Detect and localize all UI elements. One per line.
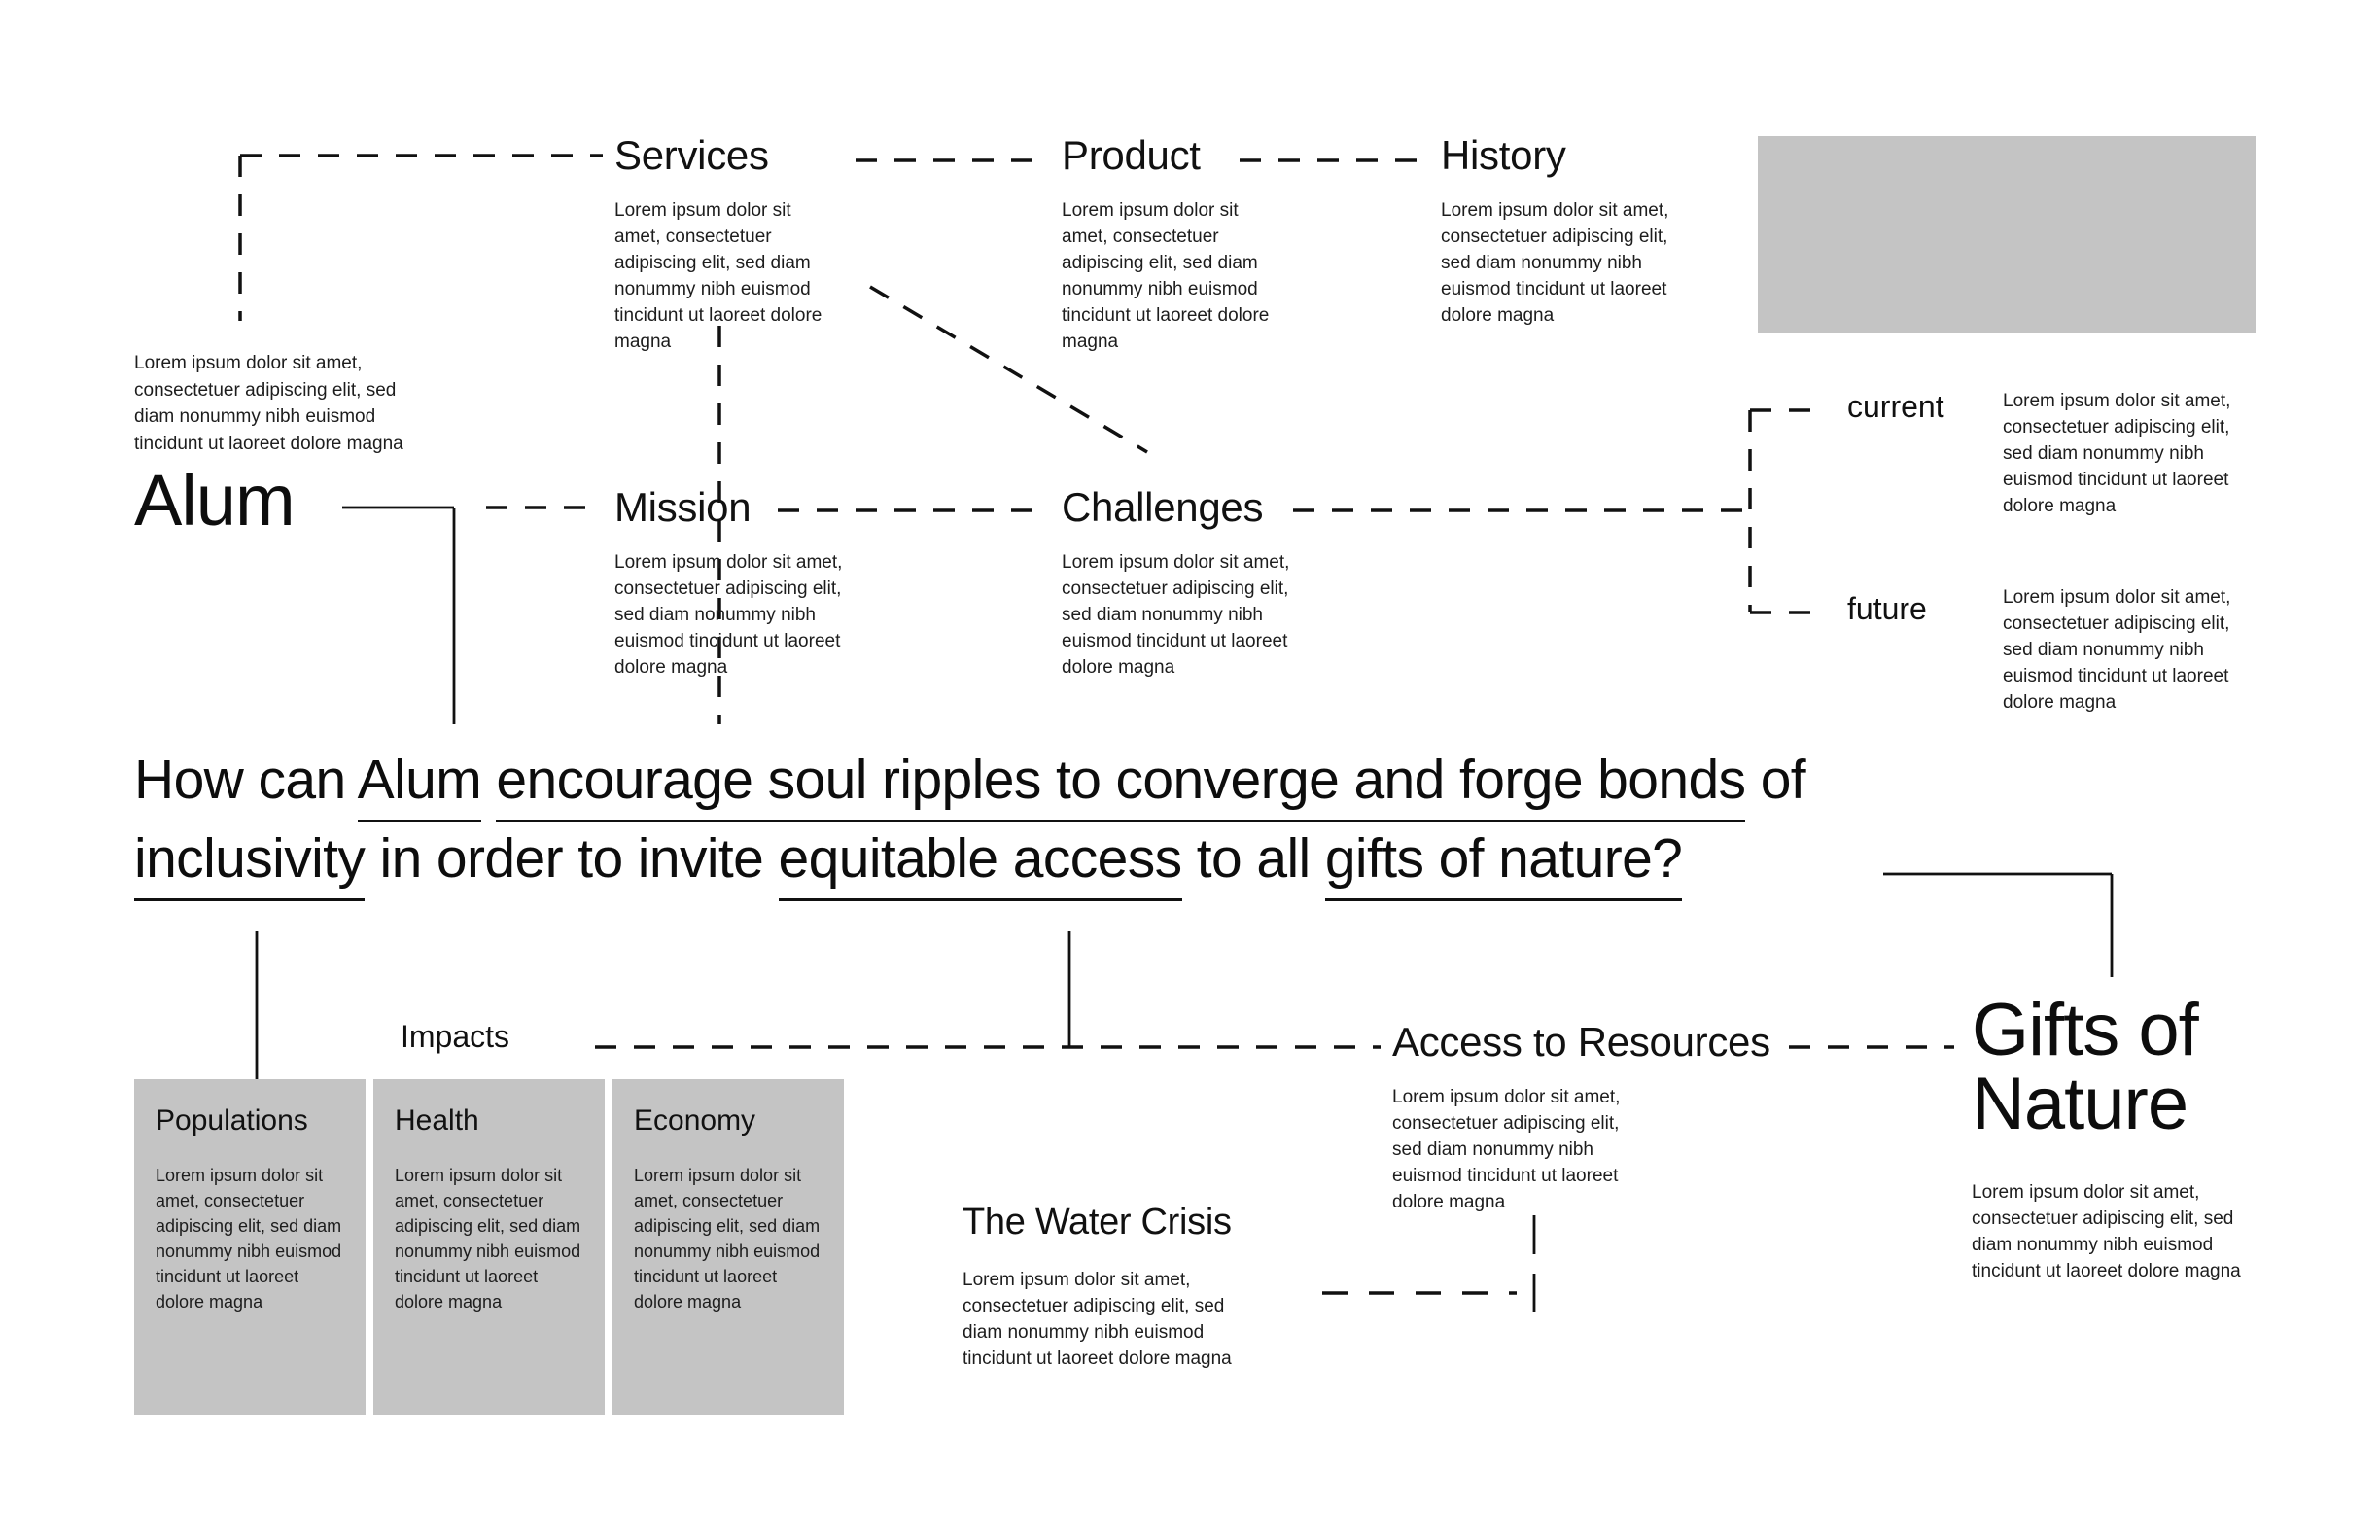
node-mission-title: Mission bbox=[614, 484, 752, 530]
question-line-1: How can Alum encourage soul ripples to c… bbox=[134, 741, 2040, 822]
brand-title: Alum bbox=[134, 460, 296, 541]
node-product-body: Lorem ipsum dolor sit amet, consectetuer… bbox=[1062, 200, 1270, 352]
node-history-title: History bbox=[1441, 132, 1566, 178]
node-challenges-title: Challenges bbox=[1062, 484, 1264, 530]
card-populations-body: Lorem ipsum dolor sit amet, consectetuer… bbox=[156, 1166, 342, 1312]
card-health[interactable]: Health Lorem ipsum dolor sit amet, conse… bbox=[373, 1079, 605, 1415]
node-history-body: Lorem ipsum dolor sit amet, consectetuer… bbox=[1441, 200, 1669, 326]
main-question: How can Alum encourage soul ripples to c… bbox=[134, 741, 2040, 901]
node-water-crisis-title: The Water Crisis bbox=[962, 1202, 1232, 1242]
q1-seg-alum: Alum bbox=[357, 749, 482, 822]
q1-seg-4: of bbox=[1745, 749, 1806, 811]
card-health-body: Lorem ipsum dolor sit amet, consectetuer… bbox=[395, 1166, 581, 1312]
card-populations-title: Populations bbox=[156, 1104, 308, 1137]
card-economy-title: Economy bbox=[634, 1104, 756, 1137]
q1-seg-encourage: encourage soul ripples to converge and f… bbox=[496, 749, 1746, 822]
gifts-title-line-1: Gifts of bbox=[1972, 989, 2199, 1071]
q2-seg-inclusivity: inclusivity bbox=[134, 826, 366, 901]
node-challenges[interactable]: Challenges Lorem ipsum dolor sit amet, c… bbox=[1062, 484, 1305, 682]
node-access-to-resources[interactable]: Access to Resources Lorem ipsum dolor si… bbox=[1392, 1019, 1770, 1216]
timeline-body-future: Lorem ipsum dolor sit amet, consectetuer… bbox=[2003, 587, 2231, 713]
timeline-label-current[interactable]: current bbox=[1847, 389, 1944, 424]
timeline-label-future[interactable]: future bbox=[1847, 591, 1927, 626]
node-water-crisis-body: Lorem ipsum dolor sit amet, consectetuer… bbox=[962, 1269, 1232, 1369]
node-services-body: Lorem ipsum dolor sit amet, consectetuer… bbox=[614, 200, 822, 352]
impacts-title[interactable]: Impacts bbox=[401, 1019, 510, 1054]
node-services[interactable]: Services Lorem ipsum dolor sit amet, con… bbox=[614, 132, 848, 356]
node-challenges-body: Lorem ipsum dolor sit amet, consectetuer… bbox=[1062, 552, 1290, 678]
card-health-title: Health bbox=[395, 1104, 479, 1137]
q2-seg-gifts-of-nature: gifts of nature? bbox=[1324, 826, 1683, 901]
node-services-title: Services bbox=[614, 132, 769, 178]
card-economy-body: Lorem ipsum dolor sit amet, consectetuer… bbox=[634, 1166, 821, 1312]
card-populations[interactable]: Populations Lorem ipsum dolor sit amet, … bbox=[134, 1079, 366, 1415]
q1-seg-2 bbox=[481, 749, 496, 811]
q2-seg-1: in order to invite bbox=[365, 826, 779, 890]
node-product[interactable]: Product Lorem ipsum dolor sit amet, cons… bbox=[1062, 132, 1295, 356]
node-water-crisis[interactable]: The Water Crisis Lorem ipsum dolor sit a… bbox=[962, 1202, 1274, 1373]
node-product-title: Product bbox=[1062, 132, 1201, 178]
node-access-title: Access to Resources bbox=[1392, 1019, 1770, 1065]
brand-intro-text: Lorem ipsum dolor sit amet, consectetuer… bbox=[134, 353, 403, 454]
card-economy[interactable]: Economy Lorem ipsum dolor sit amet, cons… bbox=[612, 1079, 844, 1415]
q2-seg-3: to all bbox=[1181, 826, 1325, 890]
gifts-title-line-2: Nature bbox=[1972, 1063, 2188, 1145]
node-history[interactable]: History Lorem ipsum dolor sit amet, cons… bbox=[1441, 132, 1682, 330]
q1-seg-0: How can bbox=[134, 749, 358, 811]
node-mission-body: Lorem ipsum dolor sit amet, consectetuer… bbox=[614, 552, 843, 678]
timeline-body-current: Lorem ipsum dolor sit amet, consectetuer… bbox=[2003, 391, 2231, 516]
q2-seg-equitable-access: equitable access bbox=[778, 826, 1182, 901]
node-gifts-of-nature[interactable]: Gifts of Nature Lorem ipsum dolor sit am… bbox=[1972, 994, 2302, 1285]
node-gifts-body: Lorem ipsum dolor sit amet, consectetuer… bbox=[1972, 1182, 2241, 1281]
node-mission[interactable]: Mission Lorem ipsum dolor sit amet, cons… bbox=[614, 484, 858, 682]
image-placeholder-block bbox=[1758, 136, 2256, 332]
node-access-body: Lorem ipsum dolor sit amet, consectetuer… bbox=[1392, 1087, 1621, 1212]
question-line-2: inclusivity in order to invite equitable… bbox=[134, 820, 2040, 901]
